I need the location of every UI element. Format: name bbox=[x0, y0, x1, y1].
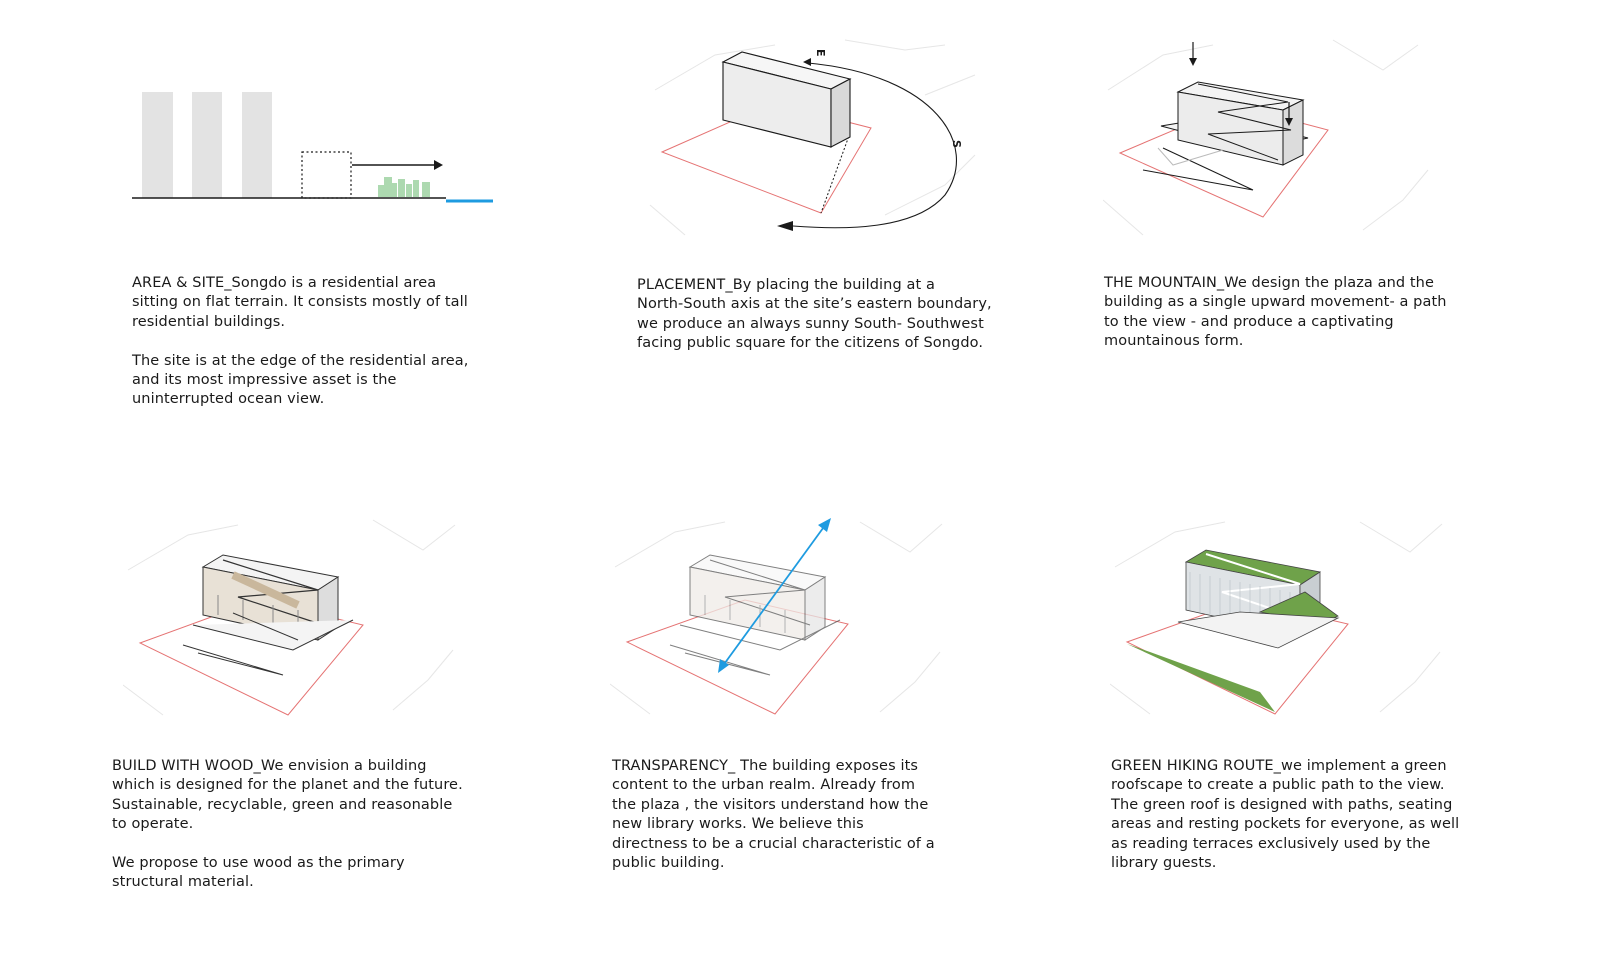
caption-paragraph: The site is at the edge of the residenti… bbox=[132, 352, 469, 408]
caption-paragraph: GREEN HIKING ROUTE_we implement a green … bbox=[1111, 758, 1460, 872]
push-arrow-head-icon bbox=[1285, 118, 1293, 126]
sun-path-arc bbox=[792, 62, 957, 229]
sun-path-arrow-icon bbox=[777, 221, 793, 231]
caption-paragraph: AREA & SITE_Songdo is a residential area… bbox=[132, 275, 468, 330]
residential-tower-1 bbox=[142, 92, 173, 198]
view-arrow-head-icon bbox=[434, 160, 443, 170]
street-lines bbox=[1110, 521, 1443, 715]
site-outline bbox=[301, 151, 352, 199]
caption-paragraph: PLACEMENT_By placing the building at a N… bbox=[637, 277, 992, 352]
caption-wood: BUILD WITH WOOD_We envision a building w… bbox=[112, 757, 472, 893]
mountain-building bbox=[1142, 81, 1309, 191]
caption-area-site: AREA & SITE_Songdo is a residential area… bbox=[132, 274, 492, 410]
wood-structure bbox=[182, 554, 354, 676]
transparency-diagram bbox=[610, 518, 943, 715]
green-roof-diagram bbox=[1110, 521, 1443, 715]
push-arrow-head-icon bbox=[1189, 58, 1197, 66]
wood-diagram bbox=[123, 519, 456, 716]
east-arrow-icon bbox=[803, 58, 811, 66]
caption-green: GREEN HIKING ROUTE_we implement a green … bbox=[1111, 757, 1471, 873]
street-lines bbox=[649, 39, 976, 236]
residential-tower-2 bbox=[192, 92, 222, 198]
caption-transparency: TRANSPARENCY_ The building exposes its c… bbox=[612, 757, 972, 873]
green-plaza-strip bbox=[1127, 644, 1275, 712]
trees-icon bbox=[378, 177, 430, 197]
street-lines bbox=[610, 521, 943, 715]
caption-paragraph: We propose to use wood as the primary st… bbox=[112, 855, 405, 891]
placement-diagram: E S bbox=[649, 39, 976, 236]
street-lines bbox=[1103, 39, 1429, 236]
street-lines bbox=[123, 519, 456, 716]
caption-paragraph: BUILD WITH WOOD_We envision a building w… bbox=[112, 758, 463, 833]
compass-east-label: E bbox=[814, 49, 827, 57]
area-site-diagram bbox=[132, 92, 493, 203]
compass-south-label: S bbox=[950, 140, 963, 148]
caption-paragraph: THE MOUNTAIN_We design the plaza and the… bbox=[1104, 275, 1447, 350]
view-axis-arrow-tail-icon bbox=[718, 659, 729, 673]
view-axis-arrow bbox=[721, 523, 827, 668]
caption-placement: PLACEMENT_By placing the building at a N… bbox=[637, 276, 997, 354]
transparent-building bbox=[669, 554, 841, 676]
green-roof-building bbox=[1177, 549, 1340, 649]
mountain-diagram bbox=[1103, 39, 1429, 236]
caption-mountain: THE MOUNTAIN_We design the plaza and the… bbox=[1104, 274, 1464, 352]
caption-paragraph: TRANSPARENCY_ The building exposes its c… bbox=[612, 758, 935, 872]
building-block bbox=[721, 51, 852, 148]
residential-tower-3 bbox=[242, 92, 272, 198]
view-axis-arrow-head-icon bbox=[818, 518, 831, 532]
